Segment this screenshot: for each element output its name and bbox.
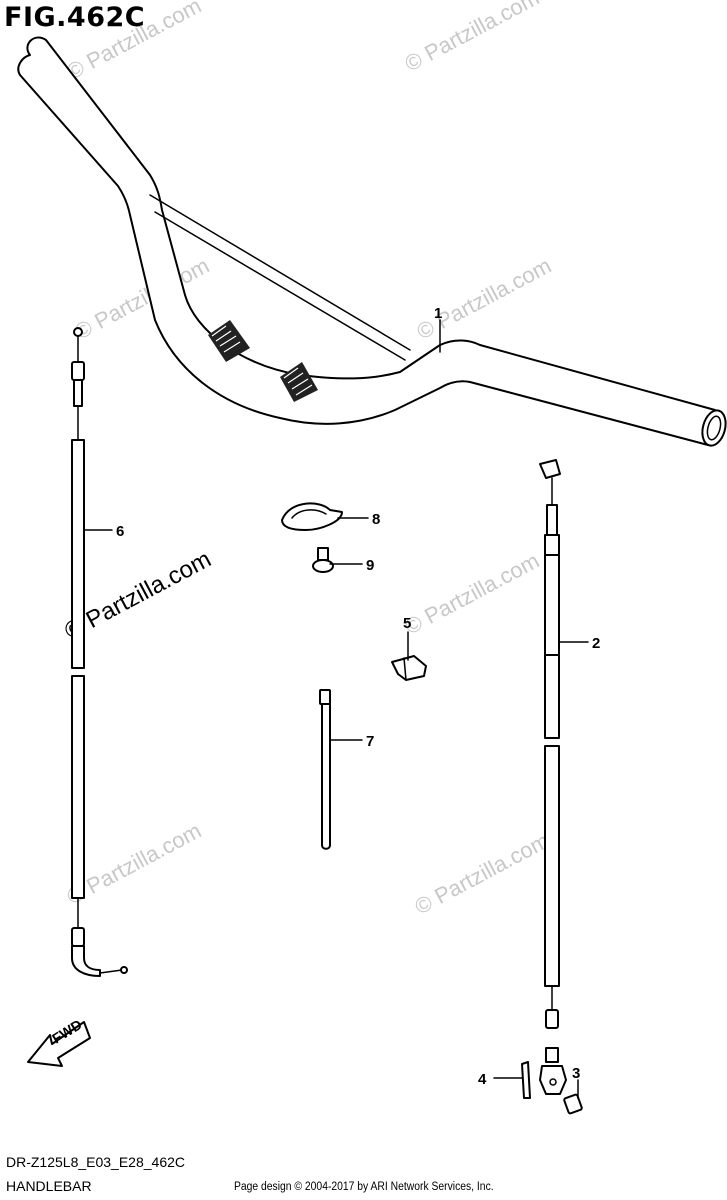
cotter-pin[interactable] (521, 1061, 531, 1099)
callout-lines (83, 319, 589, 1099)
callout-7: 7 (366, 733, 374, 750)
section-name: HANDLEBAR (6, 1178, 92, 1194)
bolt[interactable] (563, 1093, 583, 1115)
callout-labels: 1 2 3 4 5 6 7 8 9 (116, 305, 600, 1088)
cable-clip[interactable] (391, 655, 427, 681)
figure-title: FIG.462C (4, 2, 146, 33)
model-code: DR-Z125L8_E03_E28_462C (6, 1154, 186, 1170)
callout-5: 5 (403, 615, 411, 632)
bracket-bolt[interactable] (312, 547, 334, 573)
callout-8: 8 (372, 511, 380, 528)
watermark-group: © Partzilla.com © Partzilla.com © Partzi… (60, 0, 555, 919)
watermark: © Partzilla.com (411, 828, 554, 920)
cable-left[interactable] (71, 327, 128, 977)
callout-4: 4 (478, 1071, 487, 1088)
watermark: © Partzilla.com (413, 253, 556, 345)
callout-2: 2 (592, 635, 600, 652)
fwd-arrow: FWD (27, 1016, 91, 1067)
callout-3: 3 (572, 1065, 580, 1082)
watermark: © Partzilla.com (63, 0, 206, 84)
handlebar-knurl-left (208, 320, 250, 362)
callout-1: 1 (434, 305, 442, 322)
watermark: © Partzilla.com (401, 0, 544, 76)
wire-guide[interactable] (281, 502, 343, 531)
watermark: © Partzilla.com (401, 548, 544, 640)
handlebar-knurl-right (280, 362, 318, 402)
page-credit: Page design © 2004-2017 by ARI Network S… (234, 1181, 494, 1193)
callout-9: 9 (366, 557, 374, 574)
handlebar[interactable] (17, 36, 727, 449)
cable-tie[interactable] (319, 689, 331, 850)
cable-right[interactable] (539, 459, 567, 1095)
callout-6: 6 (116, 523, 124, 540)
